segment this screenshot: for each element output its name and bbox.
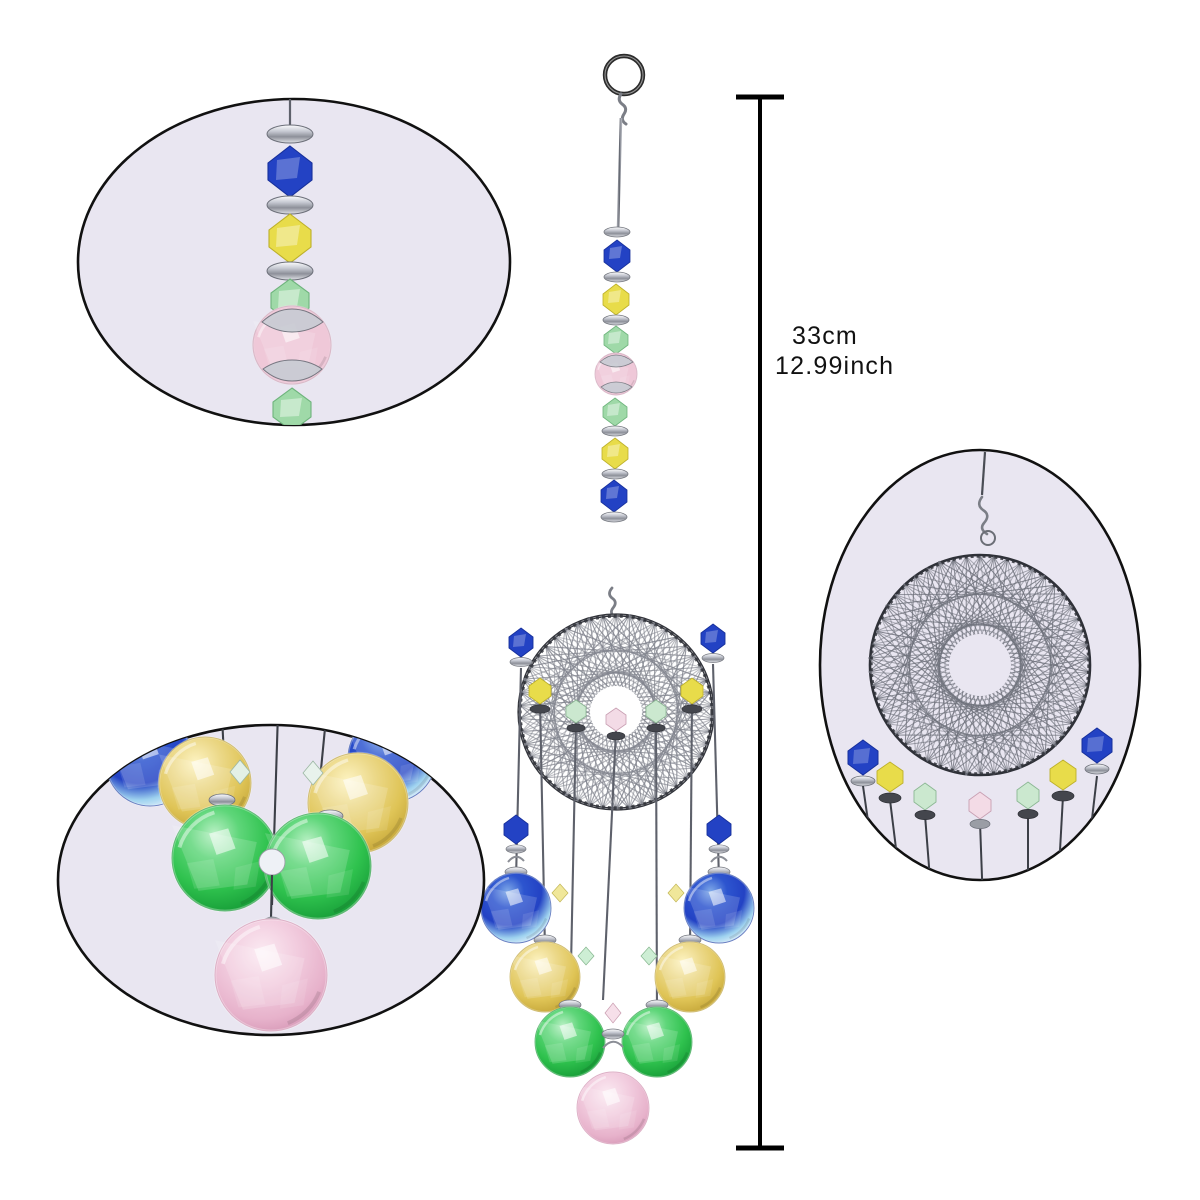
- inset-c-bottom-beads: [876, 759, 1077, 829]
- bicone-above-pink: [604, 1002, 622, 1024]
- inset-bead-column-detail: [76, 97, 512, 427]
- inset-c-bead-blue-right: [1081, 727, 1113, 775]
- ring-bead-green-right: [645, 699, 667, 733]
- crystal-ball-blue-right: [682, 855, 756, 945]
- dimension-ruler: [736, 94, 784, 1151]
- ring-bead-yellow-right: [680, 677, 704, 714]
- crystal-ball-green-left: [533, 946, 607, 1079]
- inset-c-bead-blue-left: [847, 739, 879, 787]
- inset-c-wire-wrap: [977, 495, 989, 536]
- dreamcatcher-ring: [517, 613, 715, 811]
- inset-dreamcatcher-ring-detail: [818, 448, 1142, 882]
- inset-b-bicone-clear-right: [302, 760, 324, 786]
- crystal-ball-pink-center: [575, 1002, 651, 1146]
- ring-bottom-beads: [528, 677, 704, 741]
- ring-bead-pink-center: [605, 707, 627, 741]
- ring-bead-green-left: [565, 699, 587, 733]
- web-threads: [518, 614, 715, 810]
- wire-wrap-top: [617, 92, 628, 126]
- crystal-ball-yellow-right: [653, 883, 727, 1014]
- ring-side-bead-right: [700, 623, 726, 663]
- dimension-label-cm: 33cm: [792, 322, 858, 350]
- ring-side-bead-left: [508, 627, 534, 667]
- crystal-ball-yellow-left: [508, 883, 582, 1014]
- inset-b-clear-bead-center: [258, 848, 286, 876]
- inset-crystal-balls-detail: [56, 723, 486, 1037]
- bicone-above-green-left: [577, 946, 595, 966]
- hanging-ring: [602, 53, 646, 126]
- center-bead-column: [594, 226, 638, 523]
- accent-bead-blue-left: [503, 814, 529, 845]
- wire-wrap-ring: [608, 586, 617, 619]
- upper-wire: [616, 117, 623, 231]
- inset-c-web-threads: [868, 554, 1091, 776]
- dimension-label-inch: 12.99inch: [775, 352, 895, 380]
- ring-bead-yellow-left: [528, 677, 552, 714]
- inset-c-web-hole: [949, 634, 1011, 696]
- bicone-above-yellow-left: [551, 883, 569, 903]
- inset-b-bicone-clear-left: [229, 759, 251, 785]
- inset-a-bead-stack: [251, 124, 333, 425]
- crystal-ball-green-right: [620, 946, 694, 1079]
- bicone-above-yellow-right: [667, 883, 685, 903]
- bicone-above-green-right: [640, 946, 658, 966]
- strand-accent-beads: [503, 814, 732, 854]
- accent-bead-blue-right: [706, 814, 732, 845]
